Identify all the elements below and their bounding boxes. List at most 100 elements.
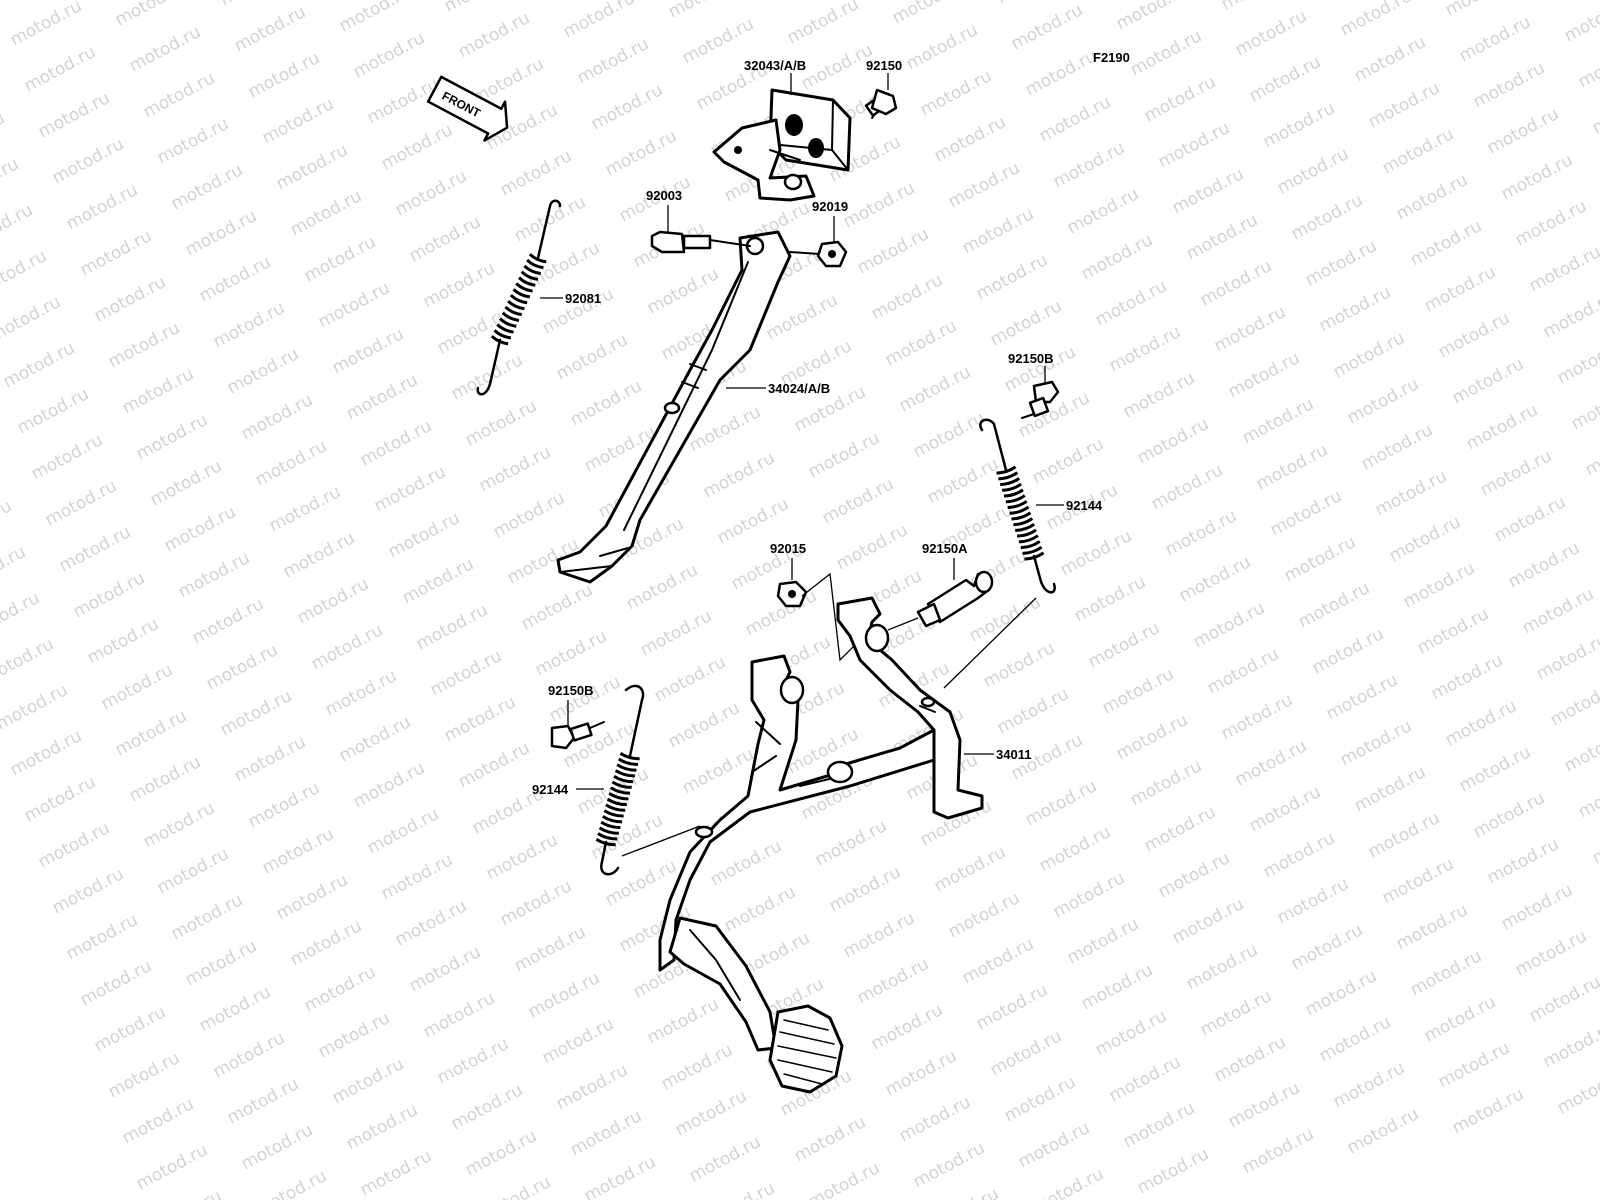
watermark-text: motod.ru — [1141, 802, 1219, 856]
watermark-text: motod.ru — [1092, 1006, 1170, 1060]
watermark-text: motod.ru — [476, 442, 554, 496]
watermark-text: motod.ru — [1120, 368, 1198, 422]
watermark-text: motod.ru — [1372, 466, 1450, 520]
watermark-text: motod.ru — [266, 482, 344, 536]
spring-coil — [1011, 511, 1032, 521]
watermark-text: motod.ru — [336, 712, 414, 766]
watermark-text: motod.ru — [798, 40, 876, 94]
watermark-text: motod.ru — [1561, 722, 1600, 776]
watermark-text: motod.ru — [924, 454, 1002, 508]
watermark-text: motod.ru — [1337, 716, 1415, 770]
watermark-text: motod.ru — [574, 764, 652, 818]
watermark-text: motod.ru — [588, 80, 666, 134]
watermark-text: motod.ru — [1225, 348, 1303, 402]
watermark-text: motod.ru — [49, 864, 127, 918]
watermark-text: motod.ru — [644, 994, 722, 1048]
watermark-text: motod.ru — [1036, 92, 1114, 146]
watermark-text: motod.ru — [931, 842, 1009, 896]
watermark-text: motod.ru — [1519, 584, 1597, 638]
watermark-text: motod.ru — [294, 574, 372, 628]
watermark-text: motod.ru — [1211, 1032, 1289, 1086]
watermark-text: motod.ru — [959, 204, 1037, 258]
watermark-text: motod.ru — [329, 324, 407, 378]
spring-coil — [614, 769, 635, 778]
watermark-text: motod.ru — [1484, 834, 1562, 888]
watermark-text: motod.ru — [1127, 26, 1205, 80]
watermark-text: motod.ru — [553, 330, 631, 384]
watermark-text: motod.ru — [1064, 914, 1142, 968]
watermark-text: motod.ru — [399, 554, 477, 608]
watermark-text: motod.ru — [1274, 144, 1352, 198]
watermark-text: motod.ru — [868, 270, 946, 324]
watermark-text: motod.ru — [910, 1138, 988, 1192]
main-stand-34011 — [658, 596, 984, 1094]
spring-coil — [501, 311, 520, 322]
spring-92144-right — [943, 418, 1056, 689]
watermark-text: motod.ru — [1169, 164, 1247, 218]
watermark-text: motod.ru — [21, 42, 99, 96]
watermark-text: motod.ru — [1050, 868, 1128, 922]
watermark-text: motod.ru — [210, 1028, 288, 1082]
watermark-text: motod.ru — [1120, 1098, 1198, 1152]
watermark-text: motod.ru — [49, 134, 127, 188]
watermark-text: motod.ru — [364, 804, 442, 858]
spring-coil — [1020, 540, 1041, 550]
watermark-text: motod.ru — [784, 0, 862, 48]
watermark-text: motod.ru — [315, 278, 393, 332]
label-34024: 34024/A/B — [768, 381, 830, 396]
watermark-text: motod.ru — [553, 1060, 631, 1114]
watermark-text: motod.ru — [196, 982, 274, 1036]
watermark-text: motod.ru — [924, 1184, 1002, 1200]
watermark-text: motod.ru — [511, 922, 589, 976]
watermark-text: motod.ru — [441, 0, 519, 16]
spring-coil — [520, 270, 539, 281]
watermark-text: motod.ru — [287, 916, 365, 970]
watermark-text: motod.ru — [973, 250, 1051, 304]
pivot-bolt-92003 — [650, 230, 751, 254]
watermark-text: motod.ru — [357, 416, 435, 470]
watermark-text: motod.ru — [483, 830, 561, 884]
watermark-text: motod.ru — [1239, 1124, 1317, 1178]
label-92003: 92003 — [646, 188, 682, 203]
watermark-text: motod.ru — [378, 850, 456, 904]
label-92150a: 92150A — [922, 541, 968, 556]
watermark-text: motod.ru — [462, 396, 540, 450]
watermark-text: motod.ru — [532, 626, 610, 680]
watermark-text: motod.ru — [462, 1126, 540, 1180]
watermark-text: motod.ru — [1309, 624, 1387, 678]
watermark-text: motod.ru — [1071, 572, 1149, 626]
spring-coil — [523, 264, 541, 275]
watermark-text: motod.ru — [700, 448, 778, 502]
watermark-text: motod.ru — [1225, 1078, 1303, 1132]
spring-coil — [515, 282, 533, 293]
watermark-text: motod.ru — [854, 224, 932, 278]
watermark-text: motod.ru — [812, 816, 890, 870]
watermark-text: motod.ru — [1078, 960, 1156, 1014]
watermark-text: motod.ru — [1232, 736, 1310, 790]
label-92150b-left: 92150B — [548, 683, 594, 698]
watermark-text: motod.ru — [1449, 354, 1527, 408]
watermark-text: motod.ru — [1316, 282, 1394, 336]
watermark-text: motod.ru — [1330, 328, 1408, 382]
watermark-text: motod.ru — [854, 954, 932, 1008]
watermark-text: motod.ru — [336, 0, 414, 36]
watermark-text: motod.ru — [966, 592, 1044, 646]
spring-coil — [526, 258, 544, 270]
watermark-text: motod.ru — [1554, 334, 1600, 388]
watermark-text: motod.ru — [315, 1008, 393, 1062]
watermark-text: motod.ru — [140, 798, 218, 852]
watermark-text: motod.ru — [1281, 532, 1359, 586]
watermark-text: motod.ru — [1162, 506, 1240, 560]
watermark-text: motod.ru — [147, 1186, 225, 1200]
watermark-text: motod.ru — [1407, 946, 1485, 1000]
spring-coil — [493, 329, 512, 340]
label-92150: 92150 — [866, 58, 902, 73]
watermark-text: motod.ru — [1134, 1144, 1212, 1198]
watermark-text: motod.ru — [371, 462, 449, 516]
spring-coil — [603, 809, 624, 818]
watermark-text: motod.ru — [1197, 256, 1275, 310]
watermark-text: motod.ru — [7, 0, 85, 50]
watermark-text: motod.ru — [77, 956, 155, 1010]
watermark-text: motod.ru — [196, 252, 274, 306]
